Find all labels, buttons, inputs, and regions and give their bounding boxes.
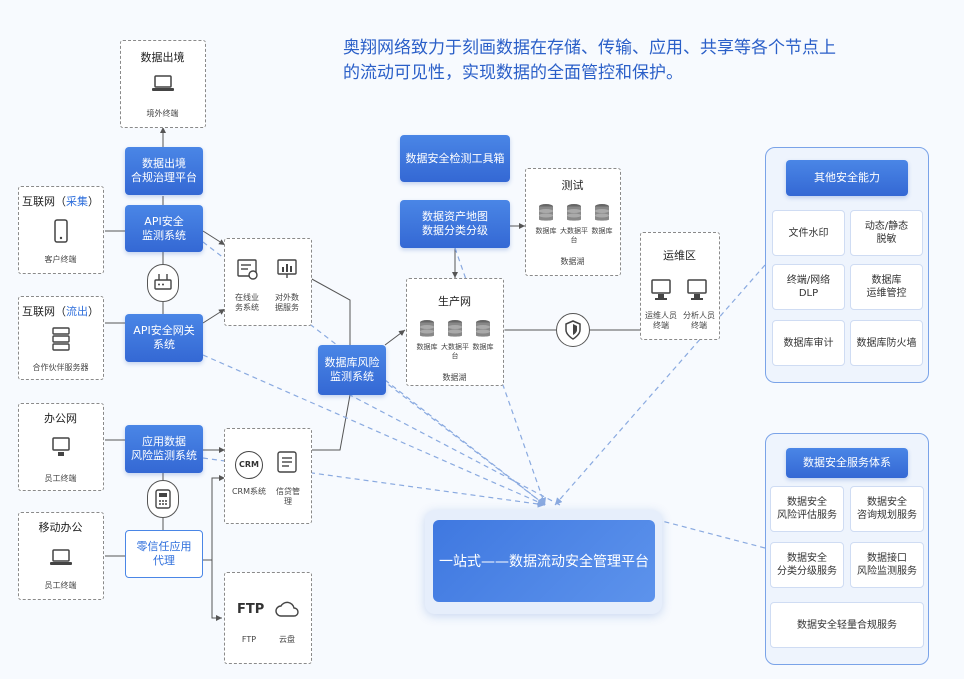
office-network-device: 员工终端: [44, 474, 77, 483]
database-icon: [447, 319, 463, 343]
exit-compliance-platform[interactable]: 数据出境 合规治理平台: [125, 147, 203, 195]
router-icon: [154, 274, 172, 290]
prod-item-label: 大数据平 台: [441, 343, 469, 360]
credit-management-label: 信贷管 理: [276, 487, 300, 506]
mobile-office-title: 移动办公: [38, 521, 83, 534]
other-security-title: 其他安全能力: [786, 160, 908, 196]
mobile-office-zone: 移动办公 员工终端: [18, 512, 104, 600]
database-icon: [419, 319, 435, 343]
security-service-item[interactable]: 数据安全 分类分级服务: [770, 542, 844, 588]
test-zone-title: 测试: [561, 179, 584, 192]
monitor-icon: [687, 279, 707, 300]
security-capability-item[interactable]: 数据库防火墙: [850, 320, 923, 366]
test-item-label: 数据库: [535, 227, 557, 235]
ops-staff-terminal-label: 运维人员 终端: [645, 311, 677, 330]
data-exit-title: 数据出境: [140, 51, 185, 64]
office-network-zone: 办公网 员工终端: [18, 403, 104, 491]
monitor-icon: [52, 437, 70, 456]
prod-item-label: 数据库: [416, 343, 438, 351]
security-capability-item[interactable]: 动态/静态 脱敏: [850, 210, 923, 256]
security-service-item[interactable]: 数据安全 风险评估服务: [770, 486, 844, 532]
internet-outflow-title: 互联网（流出）: [22, 305, 99, 318]
security-service-item[interactable]: 数据安全 咨询规划服务: [850, 486, 924, 532]
ops-zone: 运维区 运维人员 终端 分析人员 终端: [640, 232, 720, 340]
analyst-terminal-label: 分析人员 终端: [683, 311, 715, 330]
ftp-logo-icon: FTP: [237, 602, 265, 617]
server-icon: [52, 327, 70, 351]
data-exit-device: 境外终端: [146, 109, 179, 118]
mobile-phone-icon: [54, 219, 68, 243]
security-service-item[interactable]: 数据接口 风险监测服务: [850, 542, 924, 588]
ftp-label: FTP: [241, 635, 257, 644]
api-monitor-system[interactable]: API安全 监测系统: [125, 205, 203, 252]
center-platform[interactable]: 一站式——数据流动安全管理平台: [433, 520, 655, 602]
app-risk-monitor-system[interactable]: 应用数据 风险监测系统: [125, 425, 203, 473]
appliance-icon: [155, 489, 171, 509]
internet-outflow-zone: 互联网（流出） 合作伙伴服务器: [18, 296, 104, 380]
business-systems-zone: 在线业 务系统 对外数 据服务: [224, 238, 312, 326]
business-system-icon: [237, 259, 258, 280]
cloud-drive-label: 云盘: [279, 635, 295, 644]
online-business-label: 在线业 务系统: [235, 293, 259, 312]
shield-icon: [565, 320, 581, 340]
laptop-icon: [152, 75, 174, 91]
database-icon: [475, 319, 491, 343]
headline-text: 奥翔网络致力于刻画数据在存储、传输、应用、共享等各个节点上的流动可见性，实现数据…: [343, 38, 836, 83]
database-icon: [594, 203, 610, 227]
internet-outflow-device: 合作伙伴服务器: [32, 363, 89, 372]
crm-logo-icon: CRM: [235, 451, 263, 479]
shield-node: [556, 313, 590, 347]
security-capability-item[interactable]: 数据库 运维管控: [850, 264, 923, 310]
bar-chart-icon: [277, 259, 297, 278]
security-capability-item[interactable]: 文件水印: [772, 210, 845, 256]
service-system-panel: 数据安全服务体系 数据安全 风险评估服务数据安全 咨询规划服务数据安全 分类分级…: [765, 433, 929, 665]
security-capability-item[interactable]: 终端/网络 DLP: [772, 264, 845, 310]
crm-credit-zone: CRM CRM系统 信贷管 理: [224, 428, 312, 524]
data-security-detect-toolbox[interactable]: 数据安全检测工具箱: [400, 135, 510, 182]
internet-collect-device: 客户终端: [44, 255, 77, 264]
db-risk-monitor-system[interactable]: 数据库风险 监测系统: [318, 345, 386, 395]
crm-system-label: CRM系统: [231, 487, 267, 496]
test-zone: 测试 数据库大数据平 台数据库 数据湖: [525, 168, 621, 276]
test-item-label: 大数据平 台: [560, 227, 588, 244]
zero-trust-device-node: [147, 480, 179, 518]
data-asset-map[interactable]: 数据资产地图 数据分类分级: [400, 200, 510, 248]
mobile-office-device: 员工终端: [44, 581, 77, 590]
database-icon: [538, 203, 554, 227]
test-item-label: 数据库: [591, 227, 613, 235]
external-data-service-label: 对外数 据服务: [275, 293, 299, 312]
test-data-lake-label: 数据湖: [560, 257, 585, 266]
zero-trust-proxy[interactable]: 零信任应用 代理: [125, 530, 203, 578]
data-exit-zone: 数据出境 境外终端: [120, 40, 206, 128]
ops-zone-title: 运维区: [663, 249, 696, 262]
monitor-icon: [651, 279, 671, 300]
internet-collect-zone: 互联网（采集） 客户终端: [18, 186, 104, 274]
cloud-icon: [275, 601, 299, 617]
document-icon: [277, 451, 297, 473]
service-system-title: 数据安全服务体系: [786, 448, 908, 478]
ftp-cloud-zone: FTP FTP 云盘: [224, 572, 312, 664]
security-capability-item[interactable]: 数据库审计: [772, 320, 845, 366]
api-gateway-system[interactable]: API安全网关 系统: [125, 314, 203, 362]
laptop-icon: [50, 549, 72, 565]
database-icon: [566, 203, 582, 227]
office-network-title: 办公网: [44, 412, 77, 425]
prod-item-label: 数据库: [472, 343, 494, 351]
production-zone-title: 生产网: [438, 295, 471, 308]
security-service-item[interactable]: 数据安全轻量合规服务: [770, 602, 924, 648]
prod-data-lake-label: 数据湖: [442, 373, 467, 382]
production-zone: 生产网 数据库大数据平 台数据库 数据湖: [406, 278, 504, 386]
api-gateway-device-node: [147, 264, 179, 302]
internet-collect-title: 互联网（采集）: [22, 195, 99, 208]
